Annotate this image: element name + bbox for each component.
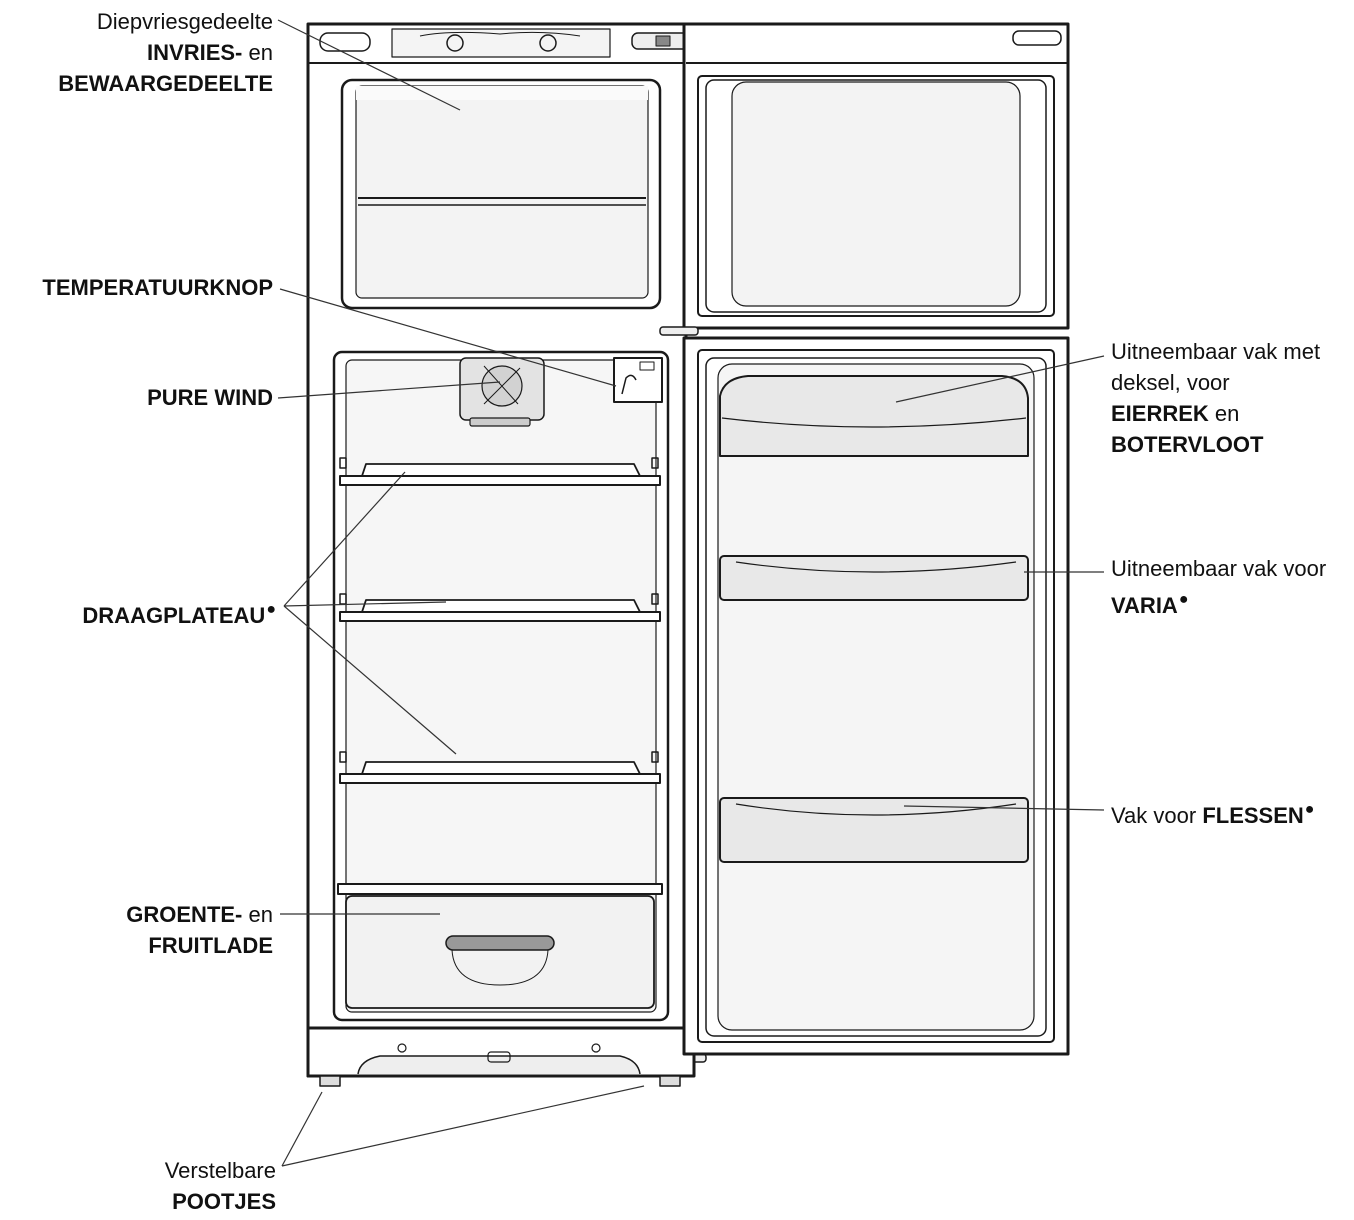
varia-compartment <box>719 555 1029 601</box>
label-egg-butter: Uitneembaar vak met deksel, voor EIERREK… <box>1111 336 1320 460</box>
label-freezer-en: en <box>248 40 273 65</box>
label-feet-line1: Verstelbare <box>164 1158 276 1183</box>
label-pure-wind: PURE WIND <box>147 385 273 410</box>
label-bottles-prefix: Vak voor <box>1111 803 1197 828</box>
label-crisper: GROENTE- en FRUITLADE <box>126 899 273 961</box>
freezer-compartment <box>340 78 662 310</box>
pure-wind-fan <box>459 357 545 427</box>
base <box>306 1026 696 1087</box>
label-crisper-bold2: FRUITLADE <box>148 933 273 958</box>
label-freezer: Diepvriesgedeelte INVRIES- en BEWAARGEDE… <box>58 6 273 99</box>
label-crisper-bold1: GROENTE- <box>126 902 243 927</box>
footnote-dot: ● <box>266 601 276 618</box>
footnote-dot: ● <box>1304 801 1315 818</box>
crisper-drawer <box>345 895 655 1009</box>
label-varia-bold: VARIA <box>1111 593 1178 618</box>
label-bottles-bold: FLESSEN <box>1202 803 1304 828</box>
fridge-compartment <box>332 350 670 1022</box>
egg-butter-compartment <box>719 375 1029 457</box>
label-bottles: Vak voor FLESSEN● <box>1111 794 1314 831</box>
shelf-3 <box>339 761 661 784</box>
label-feet: Verstelbare POOTJES <box>165 1155 276 1217</box>
label-varia-line1: Uitneembaar vak voor <box>1111 556 1327 581</box>
shelf-2 <box>339 599 661 622</box>
shelf-1 <box>339 463 661 486</box>
label-varia: Uitneembaar vak voor VARIA● <box>1111 553 1326 621</box>
leader-lines <box>277 19 1105 1167</box>
fridge-door <box>682 336 1070 1056</box>
label-freezer-bold2: BEWAARGEDEELTE <box>58 71 273 96</box>
label-feet-bold: POOTJES <box>172 1189 276 1214</box>
label-freezer-line1: Diepvriesgedeelte <box>96 9 273 34</box>
label-egg-line1: Uitneembaar vak met <box>1111 339 1321 364</box>
freezer-door <box>682 22 1070 330</box>
bottle-compartment <box>719 797 1029 863</box>
label-freezer-bold1: INVRIES- <box>147 40 243 65</box>
footnote-dot: ● <box>1178 591 1189 608</box>
label-egg-en: en <box>1214 401 1240 426</box>
label-crisper-en: en <box>248 902 273 927</box>
label-temperature-knob: TEMPERATUURKNOP <box>42 275 273 300</box>
label-shelf: DRAAGPLATEAU● <box>82 601 276 628</box>
label-egg-bold2: BOTERVLOOT <box>1111 432 1264 457</box>
label-egg-line2: deksel, voor <box>1111 370 1230 395</box>
label-egg-bold1: EIERREK <box>1111 401 1209 426</box>
